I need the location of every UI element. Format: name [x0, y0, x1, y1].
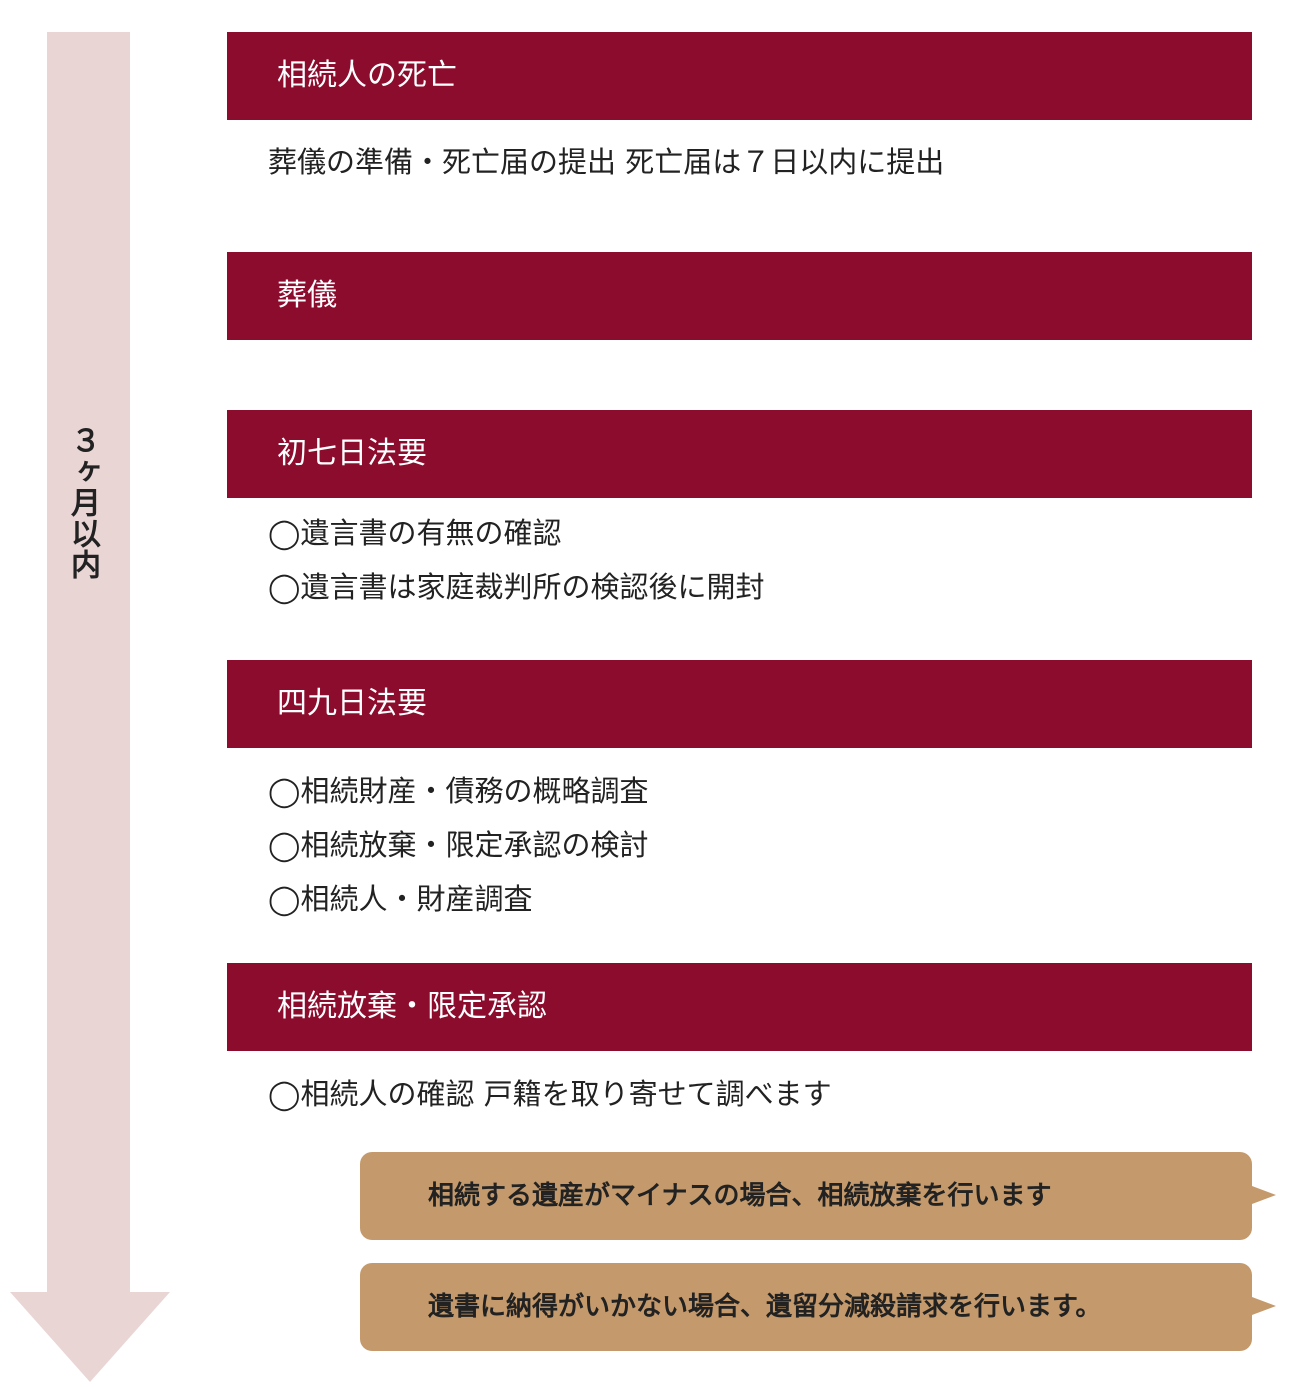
- callout-pointer: [1252, 1297, 1276, 1315]
- step-item: ◯遺言書の有無の確認: [268, 516, 562, 550]
- step-item: ◯相続財産・債務の概略調査: [268, 774, 649, 808]
- step-header-death: 相続人の死亡: [227, 32, 1252, 120]
- note-callout: 相続する遺産がマイナスの場合、相続放棄を行います: [360, 1152, 1276, 1240]
- timeline-arrow-head: [10, 1292, 170, 1382]
- step-item: ◯遺言書は家庭裁判所の検認後に開封: [268, 570, 765, 604]
- note-callout: 遺書に納得がいかない場合、遺留分減殺請求を行います。: [360, 1263, 1276, 1351]
- step-item: 葬儀の準備・死亡届の提出 死亡届は７日以内に提出: [268, 145, 945, 179]
- note-text: 遺書に納得がいかない場合、遺留分減殺請求を行います。: [428, 1292, 1102, 1322]
- callout-pointer: [1252, 1186, 1276, 1204]
- step-item: ◯相続放棄・限定承認の検討: [268, 828, 649, 862]
- note-text: 相続する遺産がマイナスの場合、相続放棄を行います: [428, 1181, 1052, 1211]
- step-item: ◯相続人・財産調査: [268, 882, 533, 916]
- step-header-49th-day: 四九日法要: [227, 660, 1252, 748]
- step-header-renunciation: 相続放棄・限定承認: [227, 963, 1252, 1051]
- step-header-first-seventh-day: 初七日法要: [227, 410, 1252, 498]
- timeline-label: ３ヶ月以内: [65, 425, 100, 580]
- step-header-funeral: 葬儀: [227, 252, 1252, 340]
- timeline-arrow-shaft: [47, 32, 130, 1292]
- step-item: ◯相続人の確認 戸籍を取り寄せて調べます: [268, 1077, 832, 1111]
